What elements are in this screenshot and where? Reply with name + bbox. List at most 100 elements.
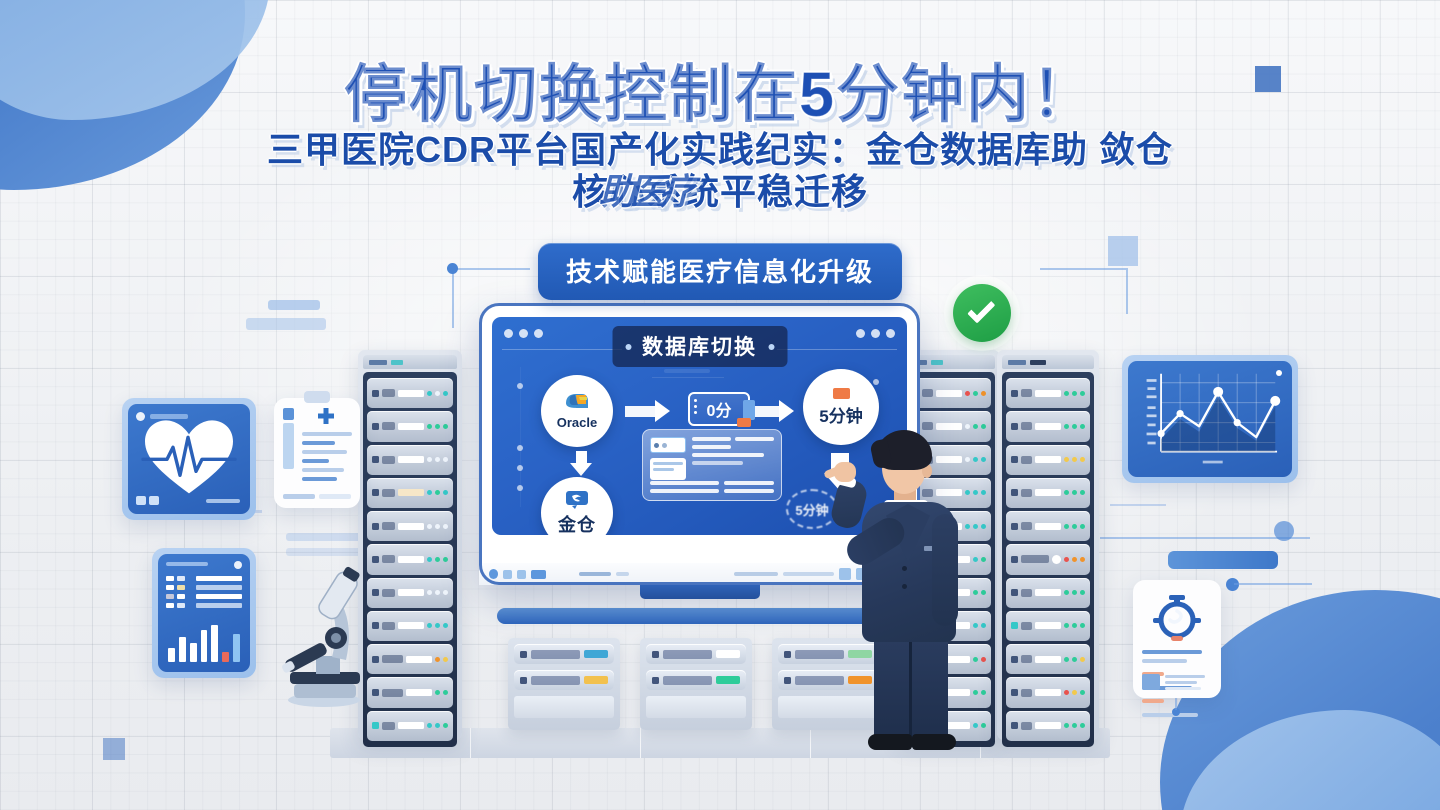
decor-connector-line-12 [1175, 698, 1177, 710]
result-accent-chip [832, 387, 850, 399]
decor-connector-line-11 [286, 548, 396, 556]
device-accent-block [737, 418, 751, 427]
microscope-illustration [272, 560, 372, 708]
taskbar-label-4 [782, 572, 835, 576]
decor-square-3 [103, 738, 125, 760]
screen-deco-line-5 [664, 369, 710, 373]
screen-deco-line-1 [502, 349, 622, 350]
screen-deco-dot-2 [517, 445, 523, 451]
node-target-kingbase[interactable]: 金仓 [541, 477, 613, 535]
rack-blade [1006, 644, 1090, 675]
rack-blade [367, 411, 453, 442]
timer-ghost-indicator: 5分钟 [786, 489, 838, 529]
device-indicator-dots [694, 399, 697, 414]
tagline-badge: 技术赋能医疗信息化升级 [537, 243, 903, 300]
line-chart-card [1122, 355, 1298, 483]
rack-blade [1006, 544, 1090, 575]
screen-window-dots [504, 329, 543, 338]
server-cabinet-1 [508, 638, 620, 730]
oracle-logo-icon [564, 392, 590, 414]
ecg-card-header-line [150, 414, 188, 419]
screen-heading: 数据库切换 [612, 326, 787, 367]
rack-blade [367, 677, 453, 708]
ecg-card-footer-chip-1 [136, 496, 146, 505]
clipboard-side-bar-long [283, 423, 294, 469]
cabinet-unit [646, 644, 746, 664]
rack-blade [1006, 677, 1090, 708]
decor-connector-line-6 [1234, 583, 1312, 585]
rack-blade [1006, 511, 1090, 542]
rack-blade [367, 644, 453, 675]
cabinet-base [514, 696, 614, 718]
rack-blade [1006, 710, 1090, 741]
screen-window-dots-right [856, 329, 895, 338]
taskbar-icon-4[interactable] [839, 568, 851, 580]
server-cabinet-2 [640, 638, 752, 730]
node-result-duration[interactable]: 5分钟 [803, 369, 879, 445]
node-source-oracle[interactable]: Oracle [541, 375, 613, 447]
server-rack-left [358, 350, 462, 747]
rack-blade [367, 444, 453, 475]
stopwatch-report-card [1133, 580, 1221, 717]
taskbar-icon-3[interactable] [530, 569, 546, 579]
ecg-card-screen [128, 404, 250, 514]
rack-top-panel [1002, 355, 1094, 369]
line-chart-icon [1146, 373, 1281, 464]
screen-deco-dot-4 [517, 485, 523, 491]
decor-connector-line-3 [1126, 270, 1128, 314]
device-side-tab [743, 400, 755, 420]
page-title: 停机切换控制在5分钟内！ [343, 60, 1097, 130]
check-mark [967, 295, 996, 324]
screen-deco-line-2 [777, 349, 897, 350]
decor-connector-line-5 [1100, 537, 1310, 539]
presenter-shoe-left [868, 734, 912, 750]
decor-connector-dot-3 [1226, 578, 1239, 591]
rack-blade [367, 477, 453, 509]
taskbar-icon-1[interactable] [503, 569, 513, 579]
status-badge [944, 275, 1020, 351]
screen-content-card [642, 429, 782, 501]
taskbar-label-3 [734, 572, 778, 576]
screen-deco-dot-3 [517, 465, 523, 471]
presenter-button-2 [902, 584, 907, 589]
floor-tile-line-3 [810, 728, 811, 758]
screen-deco-line-3 [520, 367, 521, 507]
decor-square-1 [1255, 66, 1281, 92]
taskbar-dot[interactable] [489, 569, 499, 579]
rack-blade [367, 577, 453, 608]
content-card-bottom-rows [650, 481, 774, 493]
node-middle-label: 0分 [706, 403, 732, 420]
subtitle-line-2: 助医疗 核心系统平稳迁移 [0, 172, 1440, 212]
rack-blade [1006, 411, 1090, 442]
line-chart-screen [1128, 361, 1292, 477]
server-cabinet-3 [772, 638, 884, 730]
clipboard-cross-icon [318, 408, 334, 424]
monitor-screen: 数据库切换 Oracle [492, 317, 907, 535]
presenter-arm-right [932, 514, 958, 626]
taskbar-label-2 [616, 572, 630, 576]
rack-blade [1006, 577, 1090, 608]
presentation-monitor[interactable]: 数据库切换 Oracle [479, 303, 920, 599]
rack-blade [367, 378, 453, 409]
presenter-ear [922, 464, 932, 478]
content-card-block [650, 458, 686, 480]
cabinet-base [646, 696, 746, 718]
cabinet-unit [514, 644, 614, 664]
taskbar-icon-2[interactable] [517, 569, 526, 579]
bar-card-legend [166, 576, 185, 608]
decor-connector-line-7 [1110, 504, 1166, 506]
presenter-leg-split [909, 636, 912, 738]
ecg-card-header-dot [136, 412, 145, 421]
rack-blade [1006, 444, 1090, 475]
clipboard-footer-chips [283, 494, 351, 499]
arrow-down-icon-source-target [570, 451, 592, 476]
content-card-thumb [650, 437, 686, 453]
rack-body [363, 372, 457, 747]
taskbar-icon-5[interactable] [855, 568, 867, 580]
monitor-stand [639, 585, 760, 599]
bar-card-row-lines [196, 576, 242, 608]
bar-card-header-line [166, 562, 208, 566]
bar-card-header-dot [234, 561, 242, 569]
node-middle-downtime[interactable]: 0分 [688, 392, 755, 427]
